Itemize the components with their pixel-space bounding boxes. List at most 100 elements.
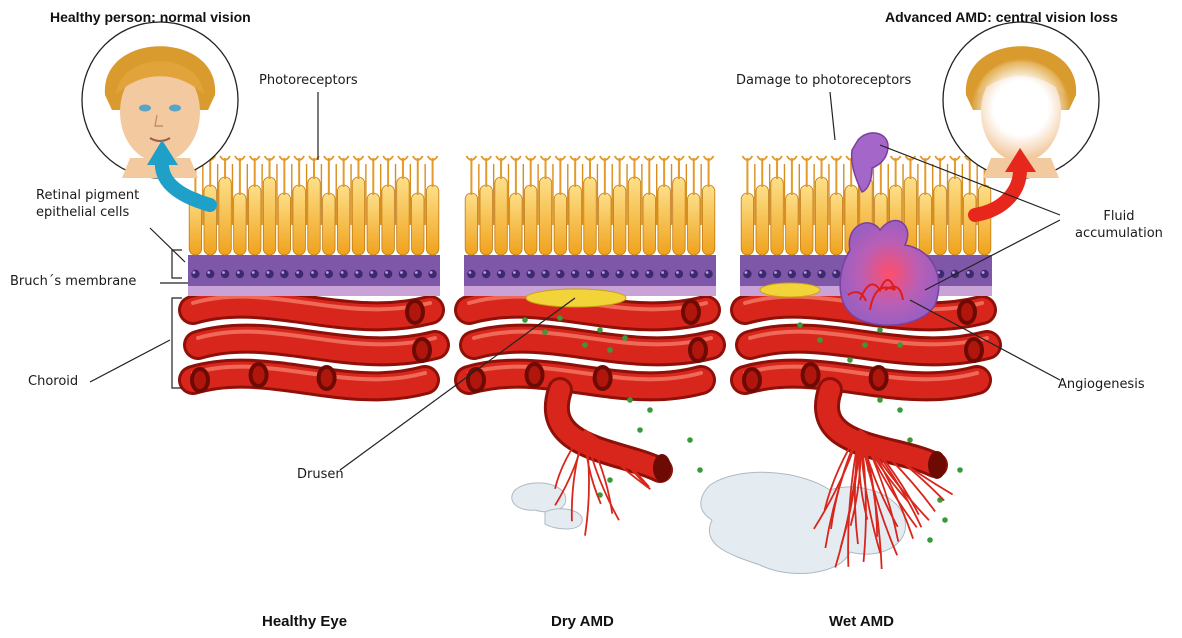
fluid-dot	[542, 329, 548, 335]
dry-rpe-nucleus	[527, 270, 535, 278]
dry-photoreceptor-cell	[584, 177, 596, 255]
dry-rpe-nucleus	[690, 270, 698, 278]
healthy-photoreceptor-cell	[367, 193, 379, 255]
wet-photoreceptor-cell	[756, 185, 768, 255]
dry-rpe-nucleus	[586, 270, 594, 278]
fluid-dot	[877, 327, 883, 333]
dry-rpe-nucleus	[601, 270, 609, 278]
dry-rpe-nucleus-glint	[617, 271, 620, 274]
fluid-dot	[647, 407, 653, 413]
wet-rpe-nucleus-glint	[952, 271, 955, 274]
wet-rpe-nucleus-glint	[789, 271, 792, 274]
healthy-rpe-nucleus	[428, 270, 436, 278]
healthy-rpe-nucleus	[206, 270, 214, 278]
caption-healthy-eye: Healthy Eye	[262, 613, 347, 630]
healthy-rpe-nucleus-glint	[252, 271, 255, 274]
dry-rpe-nucleus-glint	[706, 271, 709, 274]
dry-photoreceptor-cell	[599, 193, 611, 255]
fluid-dot	[622, 335, 628, 341]
wet-vessel-lumen	[873, 369, 885, 387]
wet-rpe-nucleus	[832, 270, 840, 278]
dry-rpe-nucleus-glint	[498, 271, 501, 274]
wet-photoreceptor-cell	[919, 193, 931, 255]
dry-rpe-nucleus	[615, 270, 623, 278]
wet-rpe-nucleus-glint	[759, 271, 762, 274]
wet-rpe-nucleus	[803, 270, 811, 278]
healthy-rpe-nucleus	[399, 270, 407, 278]
wet-rpe-nucleus-glint	[967, 271, 970, 274]
dry-rpe-nucleus-glint	[557, 271, 560, 274]
fluid-dot	[862, 342, 868, 348]
healthy-photoreceptor-cell	[204, 185, 216, 255]
label-angiogenesis: Angiogenesis	[1058, 377, 1145, 392]
wet-rpe-nucleus-glint	[745, 271, 748, 274]
dry-rpe-nucleus-glint	[632, 271, 635, 274]
dry-rpe-nucleus-glint	[513, 271, 516, 274]
wet-rpe-nucleus-glint	[982, 271, 985, 274]
wet-photoreceptor-cell	[800, 185, 812, 255]
label-fluid-line1: Fluid	[1075, 208, 1163, 225]
wet-rpe-nucleus	[773, 270, 781, 278]
leader-rpe	[150, 228, 185, 262]
dry-photoreceptor-cell	[465, 193, 477, 255]
healthy-rpe-nucleus	[384, 270, 392, 278]
healthy-photoreceptor-cell	[293, 185, 305, 255]
dry-rpe-nucleus	[556, 270, 564, 278]
healthy-rpe-nucleus	[221, 270, 229, 278]
dry-rpe-nucleus	[645, 270, 653, 278]
label-drusen: Drusen	[297, 467, 344, 482]
label-rpe-line1: Retinal pigment	[36, 187, 139, 204]
dry-rpe-nucleus	[541, 270, 549, 278]
dry-vessel-lumen	[685, 303, 697, 321]
healthy-photoreceptor-cell	[412, 193, 424, 255]
dry-rpe-nucleus-glint	[602, 271, 605, 274]
label-damage-photoreceptors: Damage to photoreceptors	[736, 73, 911, 88]
healthy-photoreceptor-cell	[323, 193, 335, 255]
healthy-rpe-nucleus-glint	[222, 271, 225, 274]
wet-photoreceptor-cell	[949, 177, 961, 255]
healthy-face-left-eye	[139, 105, 151, 112]
dry-fluid-pool-2	[545, 509, 582, 529]
healthy-rpe-nucleus	[191, 270, 199, 278]
dry-photoreceptor-cell	[524, 185, 536, 255]
healthy-photoreceptor-cell	[308, 177, 320, 255]
healthy-photoreceptor-cell	[397, 177, 409, 255]
healthy-rpe-nucleus	[265, 270, 273, 278]
wet-photoreceptor-cell	[815, 177, 827, 255]
dry-rpe-nucleus-glint	[528, 271, 531, 274]
dry-rpe-nucleus	[704, 270, 712, 278]
healthy-rpe-nucleus-glint	[207, 271, 210, 274]
healthy-rpe-nucleus-glint	[267, 271, 270, 274]
healthy-choroid-vessels	[190, 297, 435, 393]
healthy-rpe-nucleus-glint	[237, 271, 240, 274]
wet-rpe-nucleus-glint	[774, 271, 777, 274]
healthy-rpe-nucleus-glint	[341, 271, 344, 274]
fluid-dot	[607, 347, 613, 353]
dry-choroid-vessels	[466, 297, 711, 393]
fluid-dot	[797, 322, 803, 328]
label-rpe-line2: epithelial cells	[36, 204, 139, 221]
healthy-rpe-nucleus	[295, 270, 303, 278]
dry-rpe-nucleus-glint	[543, 271, 546, 274]
healthy-rpe-nucleus-glint	[385, 271, 388, 274]
healthy-rpe-nucleus	[339, 270, 347, 278]
dry-rpe-nucleus	[630, 270, 638, 278]
fluid-dot	[817, 337, 823, 343]
healthy-rpe-nucleus	[354, 270, 362, 278]
healthy-bruchs-membrane	[188, 286, 440, 296]
fluid-dot	[582, 342, 588, 348]
wet-rpe-nucleus	[817, 270, 825, 278]
label-bruchs-membrane: Bruch´s membrane	[10, 274, 136, 289]
dry-rpe-nucleus	[512, 270, 520, 278]
wet-photoreceptor-cell	[964, 193, 976, 255]
fluid-dot	[927, 537, 933, 543]
fluid-dot	[522, 317, 528, 323]
fluid-dot	[877, 397, 883, 403]
healthy-retina-block	[188, 156, 440, 393]
wet-photoreceptor-cell	[741, 193, 753, 255]
dry-photoreceptor-cell	[658, 185, 670, 255]
dry-rpe-nucleus-glint	[676, 271, 679, 274]
wet-vessel-lumen	[961, 303, 973, 321]
dry-photoreceptor-cell	[480, 185, 492, 255]
